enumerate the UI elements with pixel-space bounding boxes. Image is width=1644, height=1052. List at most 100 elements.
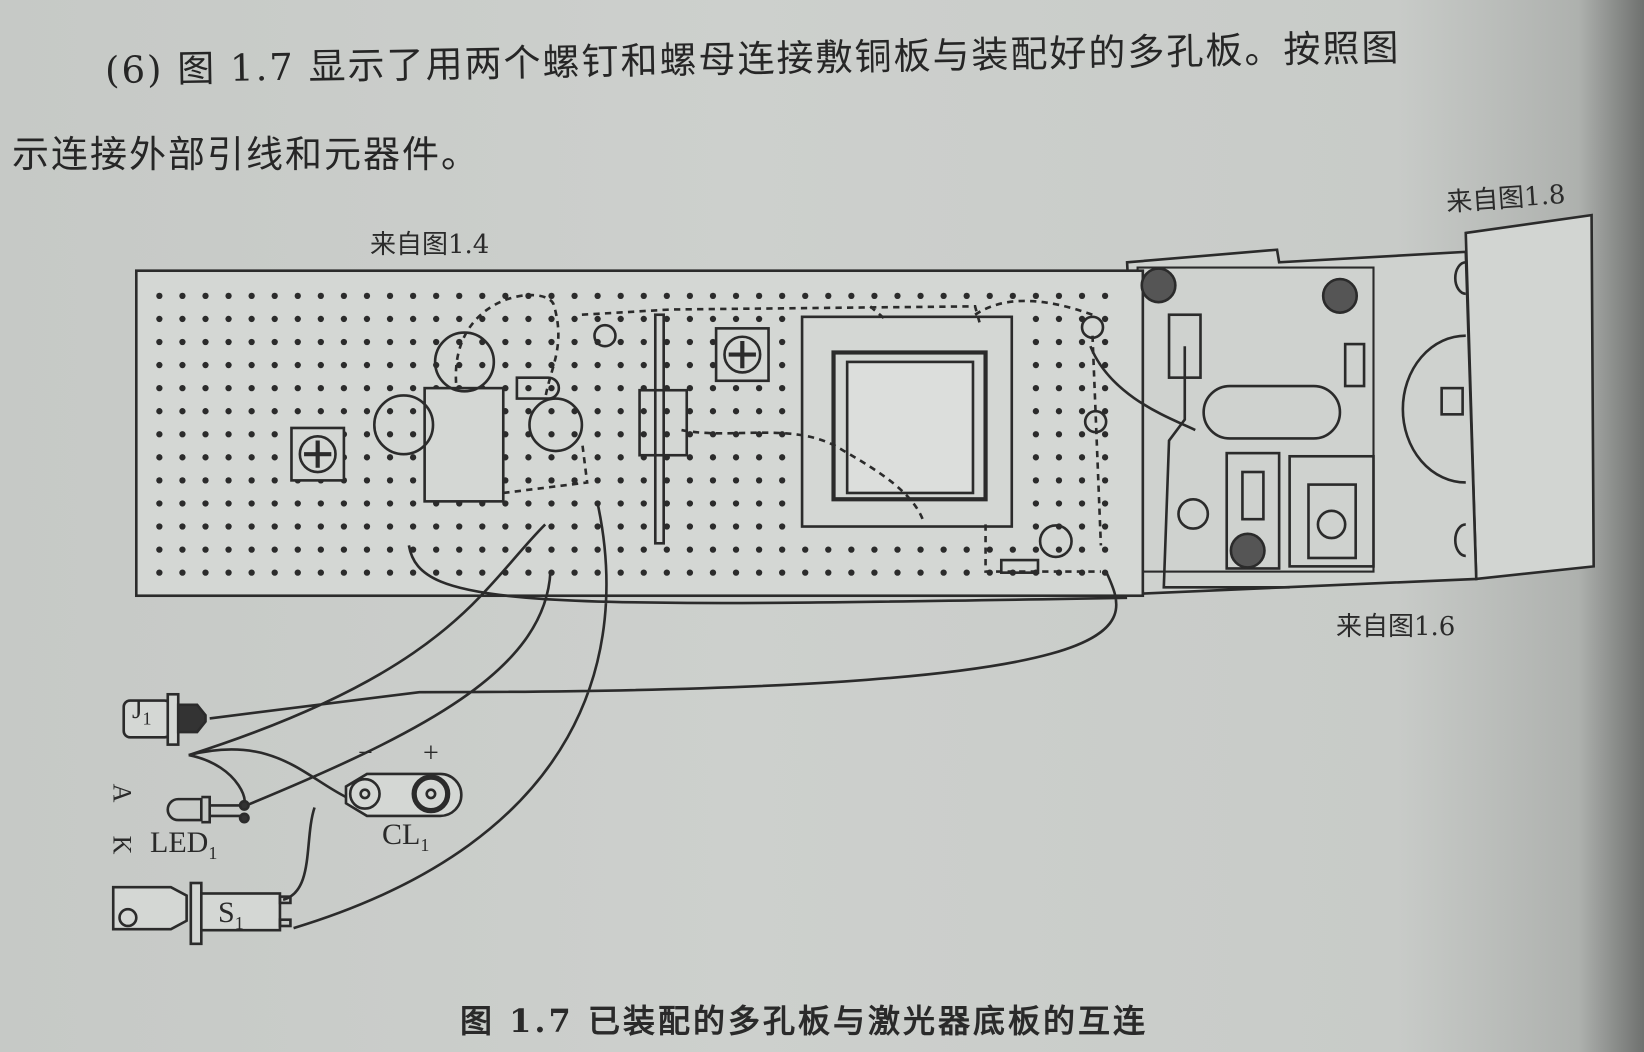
perfboard-hole [640,361,647,369]
perfboard-hole [709,454,717,461]
ic-chip [423,386,505,503]
perfboard-hole [1101,384,1109,392]
perfboard-hole [179,569,186,576]
perfboard-hole [1055,408,1063,415]
perfboard-hole [1078,361,1086,369]
perfboard-hole [640,569,647,576]
perfboard-hole [1078,338,1086,346]
perfboard-hole [202,569,209,576]
perfboard-hole [686,454,694,461]
perfboard-hole [709,477,717,484]
perfboard-hole [1032,292,1040,300]
perfboard-hole [1009,546,1016,553]
perfboard-hole [363,546,371,553]
perfboard-hole [433,292,440,300]
perfboard-hole [617,315,624,323]
perfboard-hole [179,338,186,346]
label-cathode: K [107,835,137,855]
perfboard-hole [732,292,740,300]
perfboard-hole [294,384,301,392]
perfboard-hole [363,454,371,461]
perfboard-hole [294,408,301,415]
perfboard-hole [548,431,555,438]
perfboard-hole [525,477,532,484]
perfboard-hole [225,500,232,507]
perfboard-hole [248,408,255,415]
perfboard-hole [1055,315,1063,323]
led-1 [166,795,242,824]
perfboard-hole [479,315,486,323]
perfboard-hole [479,546,486,553]
perfboard-hole [755,431,763,438]
perfboard-hole [271,431,278,438]
perfboard-hole [271,569,278,576]
perfboard-hole [525,384,532,392]
perfboard-hole [1055,454,1063,461]
perfboard-hole [202,431,209,438]
perfboard-hole [686,569,694,576]
perfboard-hole [1078,431,1086,438]
perfboard-hole [940,546,947,553]
perfboard-hole [271,384,278,392]
perfboard-hole [202,454,209,461]
perfboard-hole [271,500,278,507]
perfboard-hole [271,477,278,484]
perfboard-hole [294,546,301,553]
perfboard-hole [709,546,717,553]
perfboard-hole [225,546,232,553]
perfboard-hole [248,500,255,507]
perfboard-hole [779,523,786,530]
perfboard-hole [1078,292,1086,300]
perfboard-hole [755,408,763,415]
perfboard-hole [456,292,463,300]
perfboard-hole [686,315,694,323]
perfboard-hole [340,384,348,392]
perfboard-hole [156,292,163,300]
perfboard-hole [433,546,440,553]
perfboard-hole [202,408,209,415]
perfboard-hole [571,454,578,461]
perfboard-hole [779,546,786,553]
perfboard-hole [1032,338,1040,346]
perfboard-hole [732,500,740,507]
perfboard-hole [848,546,855,553]
perfboard-hole [525,546,532,553]
perfboard-hole [686,523,694,530]
perfboard-hole [617,361,624,369]
perfboard-hole [225,361,232,369]
perfboard-hole [640,523,647,530]
perfboard-hole [548,546,555,553]
perfboard-hole [409,408,417,415]
perfboard-hole [755,454,763,461]
perfboard-hole [479,523,486,530]
perfboard-hole [732,546,740,553]
perfboard-hole [871,546,878,553]
perfboard-hole [548,361,555,369]
perfboard-hole [202,477,209,484]
perfboard-hole [732,569,740,576]
perfboard-hole [802,569,809,576]
perfboard-hole [755,384,763,392]
perfboard-hole [571,315,578,323]
perfboard-hole [202,384,209,392]
perfboard-hole [248,431,255,438]
perfboard-hole [571,338,578,346]
perfboard-hole [548,338,555,346]
perfboard-hole [1078,523,1086,530]
perfboard-hole [479,569,486,576]
perfboard-hole [663,523,670,530]
perfboard-hole [525,569,532,576]
perfboard-hole [571,523,578,530]
perfboard-hole [755,500,763,507]
perfboard-hole [779,431,786,438]
perfboard-hole [779,361,786,369]
perfboard-hole [248,384,255,392]
perfboard-hole [225,315,232,323]
perfboard-hole [871,292,878,300]
perfboard-hole [825,569,832,576]
perfboard-hole [271,292,278,300]
perfboard-hole [709,523,717,530]
perfboard-hole [179,477,186,484]
perfboard-hole [248,546,255,553]
perfboard-hole [386,408,394,415]
